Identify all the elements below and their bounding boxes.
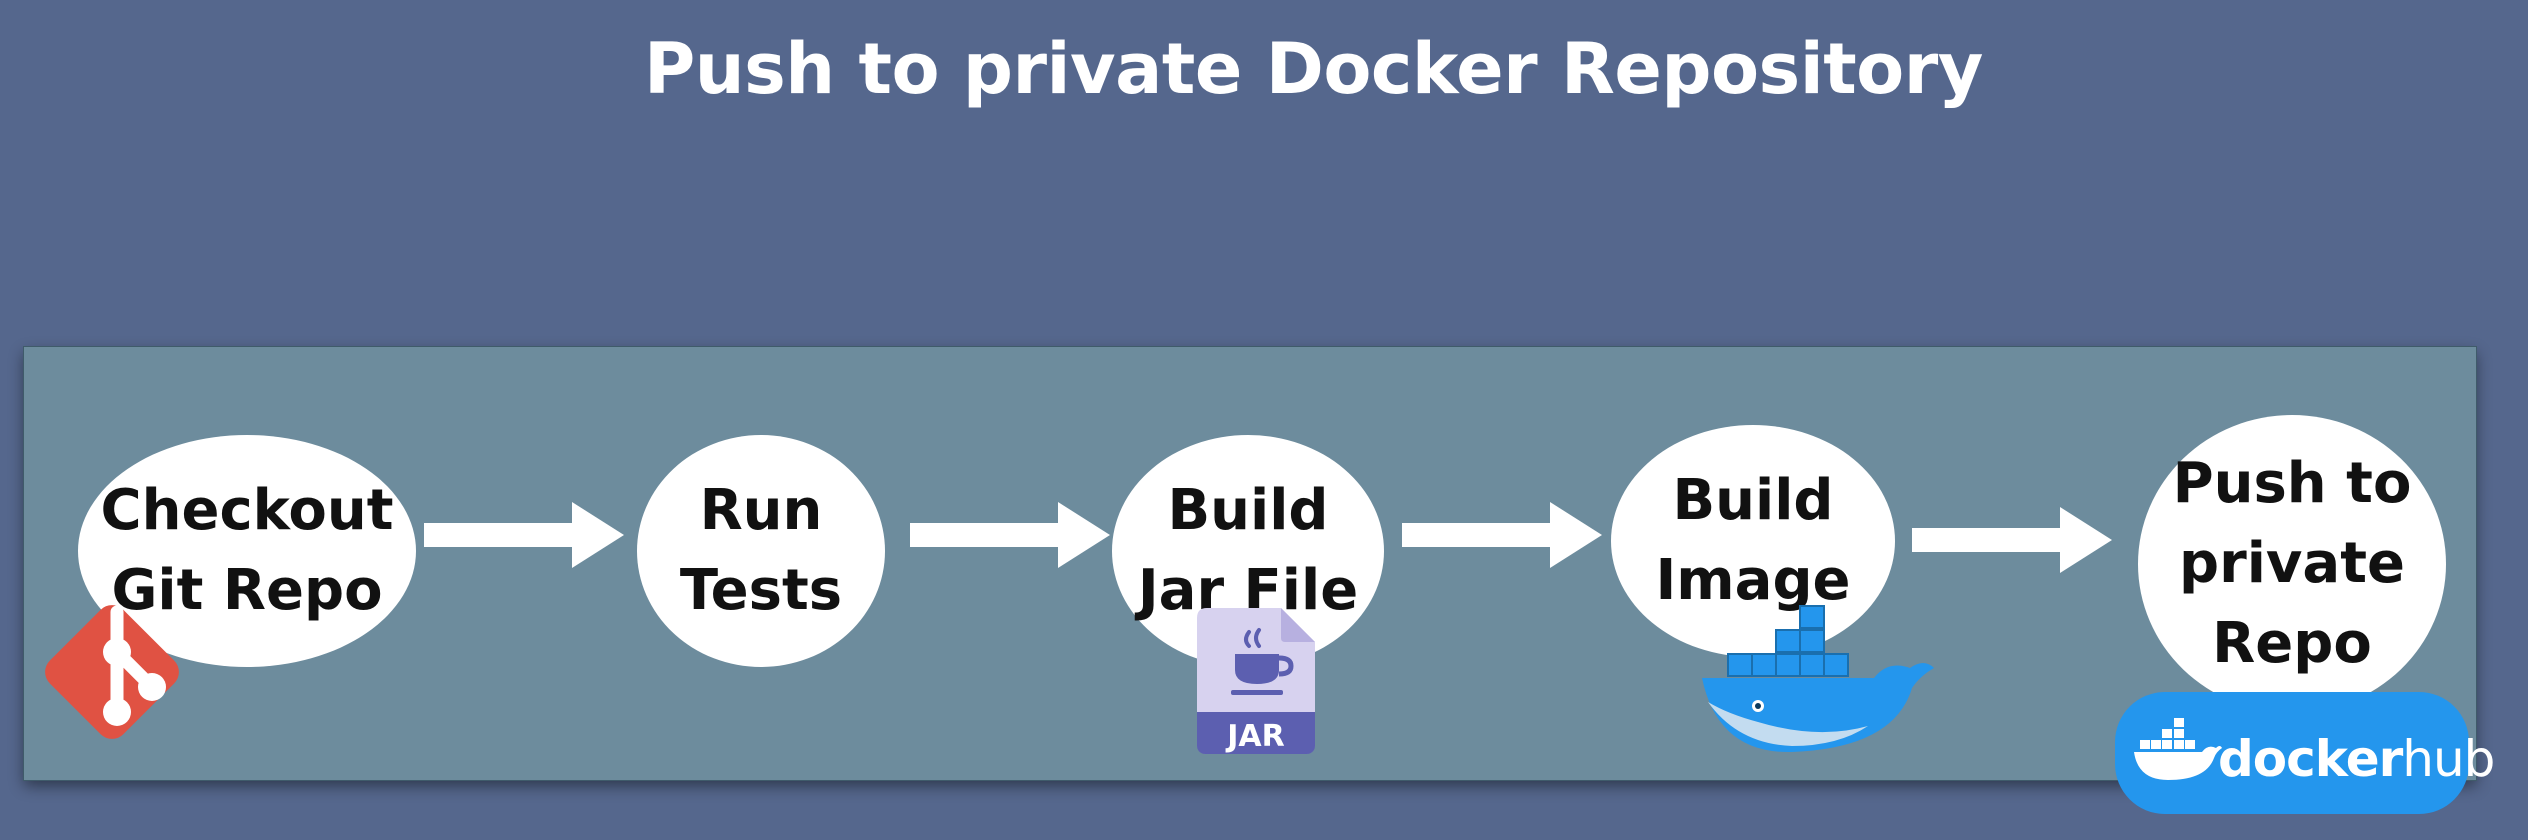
step-build-image: Build Image (1611, 425, 1895, 657)
jar-label: JAR (1225, 719, 1284, 754)
docker-hub-word-docker: docker (2218, 730, 2403, 788)
step-label: Push to private Repo (2172, 451, 2412, 676)
step-label: Build Image (1655, 468, 1851, 613)
arrow-right-icon (1402, 502, 1602, 568)
jar-file-icon: JAR (1197, 608, 1315, 754)
arrow-right-icon (1912, 507, 2112, 573)
step-label: Checkout Git Repo (100, 478, 394, 623)
docker-whale-icon (1702, 605, 1934, 753)
arrow-right-icon (424, 502, 624, 568)
arrow-right-icon (910, 502, 1110, 568)
docker-hub-word-hub: hub (2402, 730, 2495, 788)
step-checkout-git-repo: Checkout Git Repo (78, 435, 416, 667)
docker-hub-wordmark: dockerhub (2218, 730, 2495, 788)
step-label: Build Jar File (1137, 478, 1359, 623)
page-title: Push to private Docker Repository (644, 28, 1983, 110)
step-label: Run Tests (679, 478, 843, 623)
git-logo-icon (45, 605, 179, 739)
step-push-to-private-repo: Push to private Repo (2138, 415, 2446, 713)
step-run-tests: Run Tests (637, 435, 885, 667)
docker-hub-whale-icon (2134, 718, 2222, 780)
